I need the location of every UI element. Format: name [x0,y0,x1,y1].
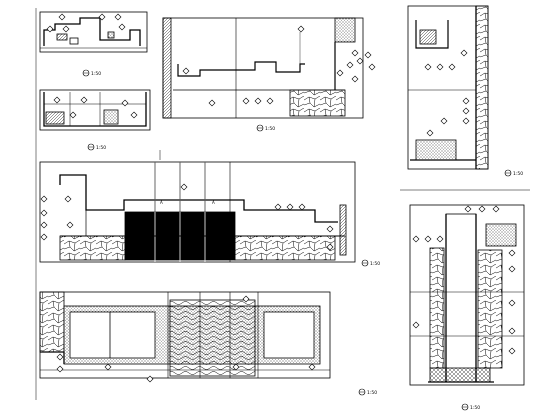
panel-d: 1:50 [407,5,523,177]
panel-g: 1:50 [409,204,525,411]
svg-text:1:50: 1:50 [470,405,480,411]
panel-a: 1:50 [39,11,148,77]
sheet-border-marks [35,8,530,400]
svg-text:1:50: 1:50 [91,71,101,77]
panel-e: A A 1:50 [39,161,380,267]
svg-text:1:50: 1:50 [370,261,380,267]
svg-text:1:50: 1:50 [265,126,275,132]
svg-text:1:50: 1:50 [367,390,377,396]
panel-g-scale: 1:50 [461,403,480,411]
panel-c: 1:50 [162,17,376,132]
panel-f-scale: 1:50 [358,388,377,396]
panel-d-scale: 1:50 [504,169,523,177]
panel-c-scale: 1:50 [256,124,275,132]
svg-text:1:50: 1:50 [513,171,523,177]
panel-a-scale: 1:50 [82,69,101,77]
panel-f: 1:50 [39,291,377,396]
panel-b: 1:50 [39,89,151,151]
section-mark-a-left: A [160,200,163,205]
section-mark-a-right: A [212,200,215,205]
panel-e-scale: 1:50 [361,259,380,267]
svg-text:1:50: 1:50 [96,145,106,151]
panel-b-scale: 1:50 [87,143,106,151]
